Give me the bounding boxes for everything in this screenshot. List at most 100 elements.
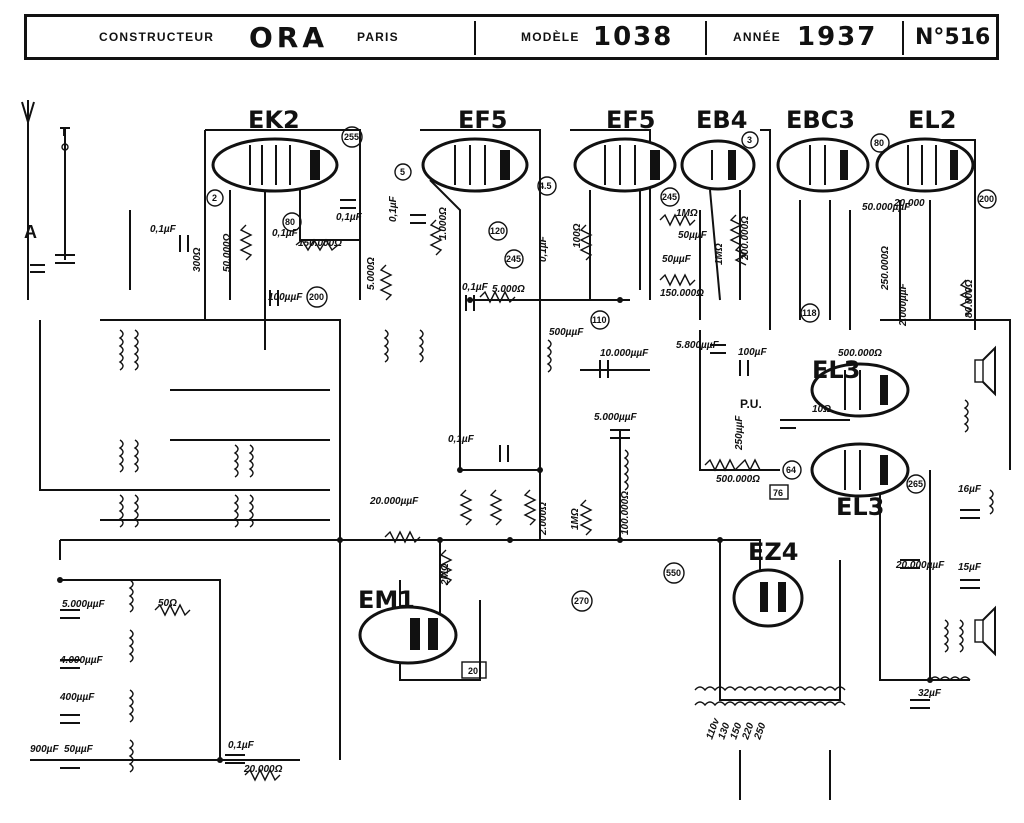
svg-text:250.000Ω: 250.000Ω <box>880 246 891 291</box>
svg-text:500µµF: 500µµF <box>549 327 584 338</box>
modele-value: 1038 <box>593 22 674 52</box>
svg-text:50Ω: 50Ω <box>158 598 177 609</box>
tube-label-ef5-2: EF5 <box>606 106 656 134</box>
svg-text:250: 250 <box>752 721 769 742</box>
pickup-label: P.U. <box>740 397 762 411</box>
svg-text:5.000Ω: 5.000Ω <box>492 284 525 295</box>
svg-text:1MΩ: 1MΩ <box>714 243 725 265</box>
svg-text:265: 265 <box>908 479 923 489</box>
svg-text:245: 245 <box>662 192 677 202</box>
svg-text:120: 120 <box>490 226 505 236</box>
svg-text:4.5: 4.5 <box>539 181 552 191</box>
divider <box>902 21 904 55</box>
tube-label-el3-1: EL3 <box>812 356 860 384</box>
tube-ez4 <box>732 568 804 628</box>
tube-label-ek2: EK2 <box>248 106 300 134</box>
svg-text:0,1µF: 0,1µF <box>228 740 255 751</box>
tube-label-el2: EL2 <box>908 106 956 134</box>
svg-text:10.000µµF: 10.000µµF <box>600 348 649 359</box>
svg-text:20.000µµF: 20.000µµF <box>369 496 419 507</box>
tube-el3-2 <box>810 442 910 498</box>
svg-text:300Ω: 300Ω <box>192 247 203 272</box>
tube-label-ef5-1: EF5 <box>458 106 508 134</box>
svg-text:50.000µµF: 50.000µµF <box>862 202 911 213</box>
svg-text:4.000µµF: 4.000µµF <box>59 655 104 666</box>
svg-text:0,1µF: 0,1µF <box>448 434 475 445</box>
svg-text:500.000Ω: 500.000Ω <box>838 348 882 359</box>
earth-label: T <box>60 124 68 139</box>
svg-text:0,1µF: 0,1µF <box>336 212 363 223</box>
svg-text:10Ω: 10Ω <box>812 404 831 415</box>
svg-text:2.000Ω: 2.000Ω <box>538 502 549 536</box>
svg-text:0,1µF: 0,1µF <box>150 224 177 235</box>
tube-label-ebc3: EBC3 <box>786 106 855 134</box>
svg-text:1MΩ: 1MΩ <box>676 208 698 219</box>
city-label: PARIS <box>357 30 399 44</box>
svg-text:110: 110 <box>592 315 607 325</box>
tube-ek2 <box>211 137 339 193</box>
svg-text:270: 270 <box>574 596 589 606</box>
svg-text:100.000Ω: 100.000Ω <box>620 491 631 535</box>
svg-text:20.000Ω: 20.000Ω <box>243 764 283 775</box>
coil-bank <box>118 329 994 773</box>
svg-text:100µF: 100µF <box>738 347 767 358</box>
svg-text:76: 76 <box>773 488 783 498</box>
resistors <box>154 213 973 782</box>
svg-text:1MΩ: 1MΩ <box>570 508 581 530</box>
svg-text:150.000Ω: 150.000Ω <box>660 288 704 299</box>
mains-taps: 110v 130 150 220 250 <box>704 716 768 742</box>
divider <box>705 21 707 55</box>
svg-text:250µµF: 250µµF <box>734 415 745 451</box>
title-block: CONSTRUCTEUR ORA PARIS MODÈLE 1038 ANNÉE… <box>24 14 999 60</box>
tube-em1 <box>358 605 458 665</box>
svg-text:50µµF: 50µµF <box>678 230 708 241</box>
tube-ef5-1 <box>421 137 529 193</box>
speaker-icon <box>974 345 996 397</box>
svg-text:5.000µµF: 5.000µµF <box>594 412 638 423</box>
tube-label-eb4: EB4 <box>696 106 747 134</box>
svg-text:3: 3 <box>747 135 752 145</box>
divider <box>474 21 476 55</box>
svg-text:0,1µF: 0,1µF <box>388 195 399 222</box>
modele-label: MODÈLE <box>521 30 580 44</box>
svg-text:100µµF: 100µµF <box>268 292 303 303</box>
svg-text:2MΩ: 2MΩ <box>440 563 451 586</box>
svg-text:2: 2 <box>212 193 217 203</box>
annee-value: 1937 <box>797 22 878 52</box>
svg-text:80: 80 <box>285 217 295 227</box>
tube-ef5-2 <box>573 137 677 193</box>
svg-text:16µF: 16µF <box>958 484 982 495</box>
tube-el2 <box>875 137 975 193</box>
tube-label-em1: EM1 <box>358 586 415 614</box>
svg-text:5.800µµF: 5.800µµF <box>676 340 720 351</box>
tube-label-ez4: EZ4 <box>748 538 799 566</box>
svg-text:0,1µF: 0,1µF <box>272 228 299 239</box>
component-values: 0,1µF 0,1µF 0,1µF 300Ω 50.000Ω 150.000Ω … <box>30 195 982 775</box>
svg-text:255: 255 <box>344 132 359 142</box>
svg-text:200: 200 <box>979 194 994 204</box>
svg-text:5: 5 <box>400 167 405 177</box>
svg-text:0,1µF: 0,1µF <box>538 235 549 262</box>
tube-el3-1 <box>810 362 910 418</box>
svg-text:20.000: 20.000 <box>893 198 925 209</box>
svg-text:2.000µµF: 2.000µµF <box>898 282 909 327</box>
svg-text:200.000Ω: 200.000Ω <box>740 216 751 261</box>
svg-text:5.000Ω: 5.000Ω <box>366 257 377 290</box>
svg-text:80.000Ω: 80.000Ω <box>964 279 975 318</box>
svg-text:80: 80 <box>874 138 884 148</box>
constructeur-value: ORA <box>249 20 329 54</box>
svg-text:0,1µF: 0,1µF <box>462 282 489 293</box>
svg-text:64: 64 <box>786 465 796 475</box>
svg-text:1.000Ω: 1.000Ω <box>438 207 449 240</box>
constructeur-label: CONSTRUCTEUR <box>99 30 215 44</box>
svg-text:118: 118 <box>802 308 817 318</box>
svg-text:32µF: 32µF <box>918 688 942 699</box>
sheet-number: N°516 <box>915 24 991 50</box>
tube-ebc3 <box>776 137 870 193</box>
annee-label: ANNÉE <box>733 30 782 44</box>
svg-text:50µµF: 50µµF <box>662 254 692 265</box>
svg-text:900µF: 900µF <box>30 744 59 755</box>
reference-markers: 255 2 80 200 5 120 245 4.5 245 110 3 80 … <box>206 126 997 679</box>
